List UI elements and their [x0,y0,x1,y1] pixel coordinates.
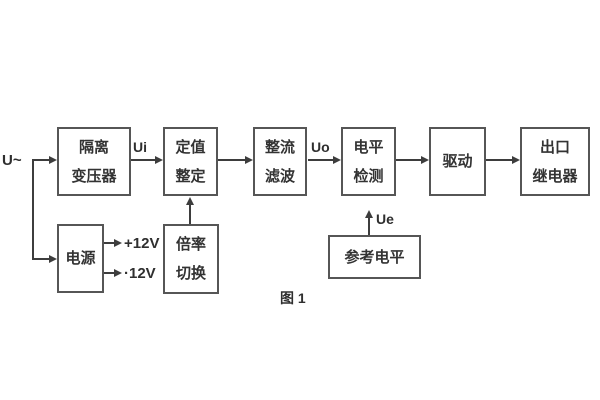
block-setting-adjustment: 定值 整定 [163,127,218,196]
block-label: 切换 [175,265,206,282]
arrow-driver-to-relay [486,156,520,164]
block-reference-level: 参考电平 [328,235,421,279]
block-label: 整流 [264,138,295,156]
block-label: 隔离 [78,138,109,156]
block-label: 参考电平 [344,248,405,266]
block-label: 倍率 [175,236,206,253]
arrow-ratio-to-setting [186,197,194,224]
rail-label-neg12v: ·12V [124,265,156,282]
block-label: 继电器 [532,167,578,185]
block-label: 定值 [175,138,206,156]
signal-label-ue: Ue [376,211,394,227]
rail-label-pos12v: +12V [124,235,160,252]
arrow-power-to-neg-rail [104,269,122,277]
block-isolation-transformer: 隔离 变压器 [57,127,131,196]
block-output-relay: 出口 继电器 [520,127,590,196]
block-label: 电平 [353,138,384,156]
input-branch-line [32,159,34,260]
figure-caption: 图 1 [280,290,306,306]
arrow-level-to-driver [396,156,429,164]
arrow-transformer-to-setting [131,156,163,164]
block-label: 滤波 [264,167,295,185]
block-label: 检测 [353,167,384,185]
block-level-detection: 电平 检测 [341,127,396,196]
block-label: 驱动 [442,153,473,170]
block-power-supply: 电源 [57,224,104,293]
block-label: 出口 [539,138,570,156]
arrow-setting-to-rectifier [218,156,253,164]
block-ratio-switching: 倍率 切换 [163,224,219,294]
arrow-power-to-pos-rail [104,239,122,247]
signal-label-ui: Ui [133,139,147,155]
arrow-input-to-transformer [32,156,57,164]
block-label: 变压器 [71,167,117,185]
block-rectifier-filter: 整流 滤波 [253,127,307,196]
arrow-rectifier-to-level [308,156,341,164]
arrow-reference-to-level [365,210,373,235]
signal-label-uo: Uo [311,139,330,155]
input-signal-label: U~ [2,152,22,169]
block-label: 整定 [175,167,206,185]
arrow-input-to-power [32,255,57,263]
block-label: 电源 [65,250,96,267]
block-driver: 驱动 [429,127,486,196]
